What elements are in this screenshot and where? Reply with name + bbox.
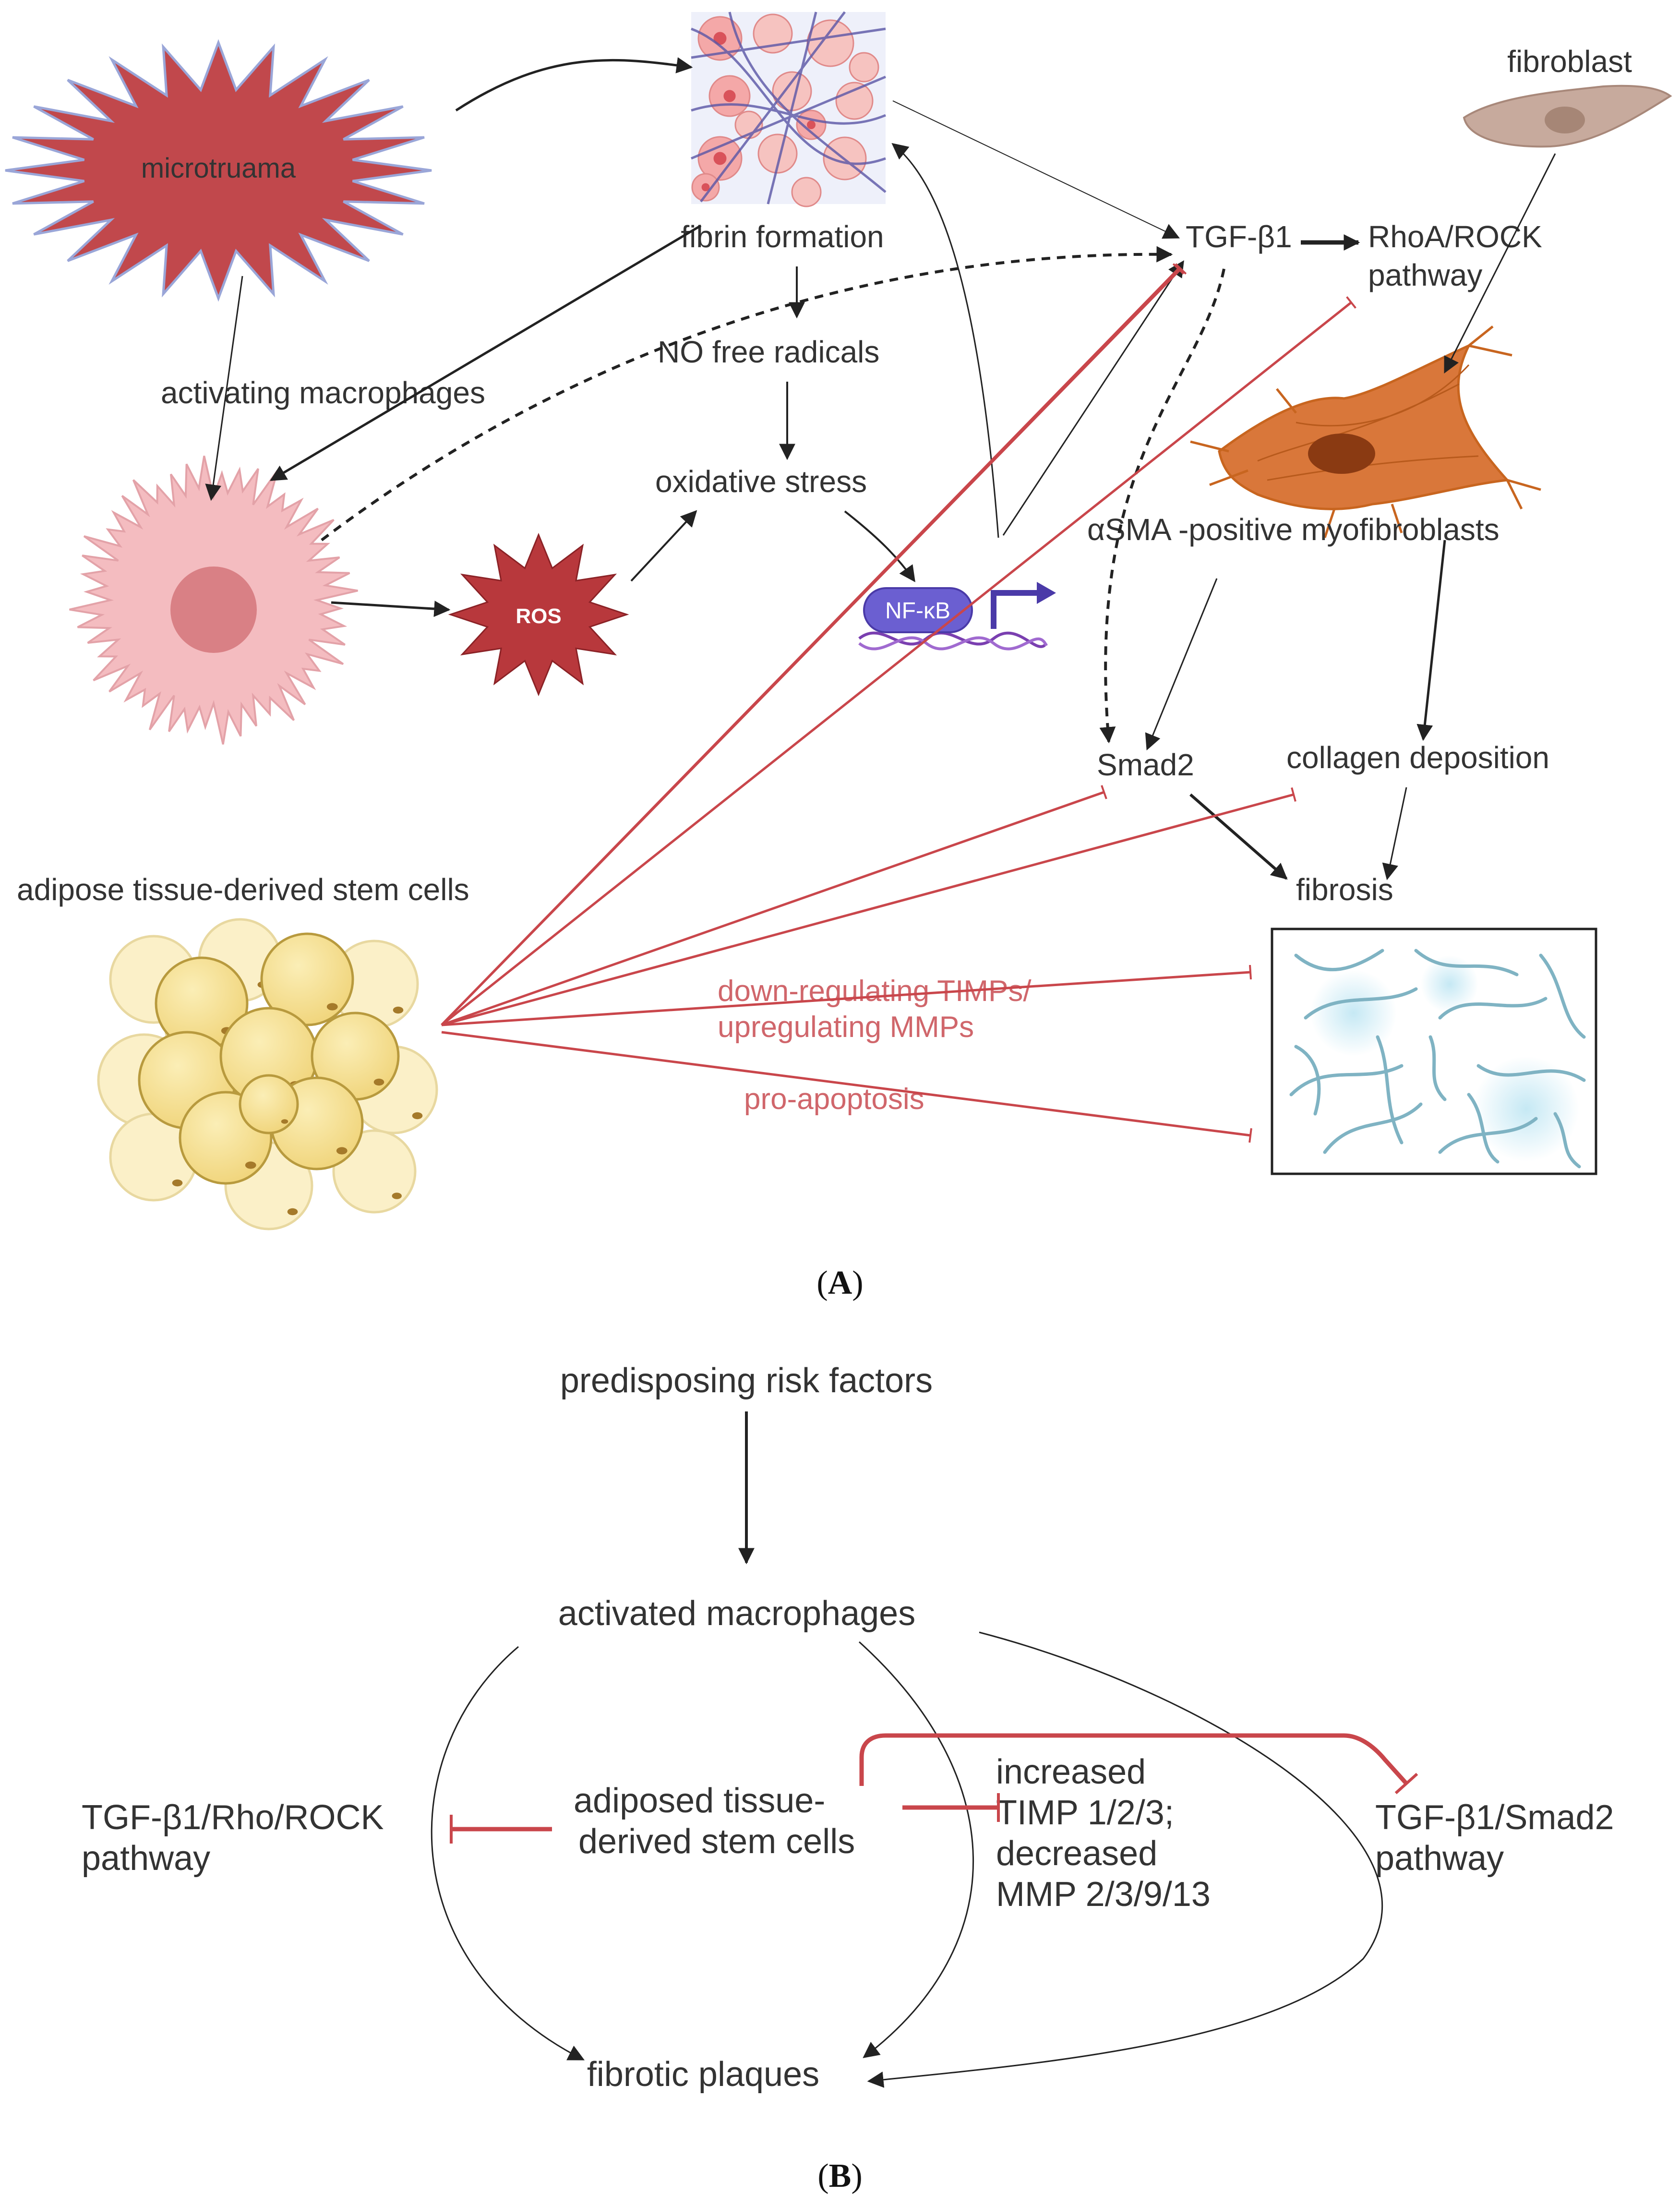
timp-mmp-label-line1: increased xyxy=(996,1753,1146,1791)
adsc-label: adipose tissue-derived stem cells xyxy=(17,872,469,907)
adipocyte-cluster xyxy=(97,918,438,1230)
timp-mmp-label-line2: TIMP 1/2/3; xyxy=(996,1794,1174,1832)
nfkb-gene: NF-κB xyxy=(858,582,1056,651)
fibrin-illustration xyxy=(691,11,887,207)
fibrin-formation-label: fibrin formation xyxy=(681,219,884,254)
panel-a-inhibitions xyxy=(441,263,1356,1143)
timps-mmps-label-line2: upregulating MMPs xyxy=(718,1011,974,1044)
ros-burst: ROS xyxy=(448,532,629,697)
fibrosis-label: fibrosis xyxy=(1296,872,1393,907)
collagen-deposition-label: collagen deposition xyxy=(1286,740,1549,775)
panel-b-label: (B) xyxy=(817,2158,862,2194)
pro-apoptosis-label: pro-apoptosis xyxy=(744,1083,924,1116)
rho-rock-pathway-label-line2: pathway xyxy=(82,1839,210,1878)
rhoa-rock-label-line2: pathway xyxy=(1368,258,1482,292)
smad2-pathway-label-line1: TGF-β1/Smad2 xyxy=(1375,1798,1614,1837)
activating-macrophages-label: activating macrophages xyxy=(161,375,485,410)
nfkb-label: NF-κB xyxy=(885,598,950,624)
risk-factors-label: predisposing risk factors xyxy=(560,1362,933,1400)
adsc-b-label-line1: adiposed tissue- xyxy=(574,1782,825,1820)
fibrosis-fiber-box xyxy=(1271,928,1597,1175)
panel-a-label: (A) xyxy=(816,1265,863,1302)
microtrauma-label: microtruama xyxy=(141,153,296,184)
fibroblast-cell xyxy=(1463,84,1672,148)
rho-rock-pathway-label-line1: TGF-β1/Rho/ROCK xyxy=(82,1798,384,1837)
tgf-b1-label: TGF-β1 xyxy=(1186,219,1292,254)
timps-mmps-label-line1: down-regulating TIMPs/ xyxy=(718,975,1032,1008)
myofibroblast-cell xyxy=(1190,325,1541,538)
ros-label: ROS xyxy=(516,604,561,628)
smad2-label: Smad2 xyxy=(1097,747,1194,782)
fibrotic-plaques-label: fibrotic plaques xyxy=(587,2055,819,2094)
macrophage-cell xyxy=(69,456,358,745)
panel-b-inhibitions xyxy=(450,1733,1418,1844)
adsc-b-label-line2: derived stem cells xyxy=(578,1822,855,1861)
microtrauma-burst: microtruama xyxy=(5,39,432,302)
rhoa-rock-label-line1: RhoA/ROCK xyxy=(1368,219,1542,254)
fibroblast-label: fibroblast xyxy=(1507,44,1632,79)
activated-macrophages-label: activated macrophages xyxy=(558,1594,915,1633)
smad2-pathway-label-line2: pathway xyxy=(1375,1839,1504,1878)
timp-mmp-label-line4: MMP 2/3/9/13 xyxy=(996,1875,1211,1914)
oxidative-stress-label: oxidative stress xyxy=(655,464,867,499)
panel-a-arrows xyxy=(205,57,1556,880)
no-free-radicals-label: NO free radicals xyxy=(658,335,879,369)
myofibroblasts-label: αSMA -positive myofibroblasts xyxy=(1087,512,1500,547)
panel-b-arrows xyxy=(431,1411,1383,2088)
timp-mmp-label-line3: decreased xyxy=(996,1834,1157,1873)
